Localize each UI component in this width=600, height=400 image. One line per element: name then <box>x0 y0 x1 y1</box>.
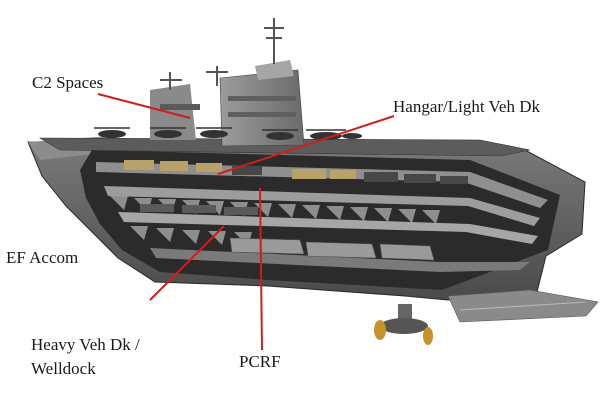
stern-ramp-edge <box>459 301 587 311</box>
landing-craft <box>229 237 435 261</box>
light-vehicle-deck <box>104 186 540 226</box>
island-superstructure <box>150 60 305 147</box>
heavy-vehicle-deck <box>118 212 538 244</box>
leader-line-heavy <box>149 225 225 301</box>
label-c2-spaces: C2 Spaces <box>32 73 104 92</box>
heavy-vehicles <box>140 204 258 215</box>
label-hangar: Hangar/Light Veh Dk <box>393 97 540 116</box>
label-heavy-veh-welldock: Heavy Veh Dk / Welldock <box>31 335 140 378</box>
helicopters <box>94 127 362 140</box>
light-vehicles <box>124 160 356 179</box>
masts <box>160 18 284 90</box>
leader-line-c2 <box>97 93 191 119</box>
flight-deck <box>38 137 531 157</box>
hangar-deck <box>96 162 548 208</box>
propeller-pod <box>374 304 433 345</box>
leader-lines <box>97 93 395 351</box>
leader-line-pcrf <box>259 187 263 351</box>
label-ef-accom: EF Accom <box>6 248 79 267</box>
label-pcrf: PCRF <box>239 352 281 371</box>
light-vehicles-dark <box>232 166 468 184</box>
welldock-floor <box>150 248 530 272</box>
leader-line-hangar <box>217 115 395 175</box>
